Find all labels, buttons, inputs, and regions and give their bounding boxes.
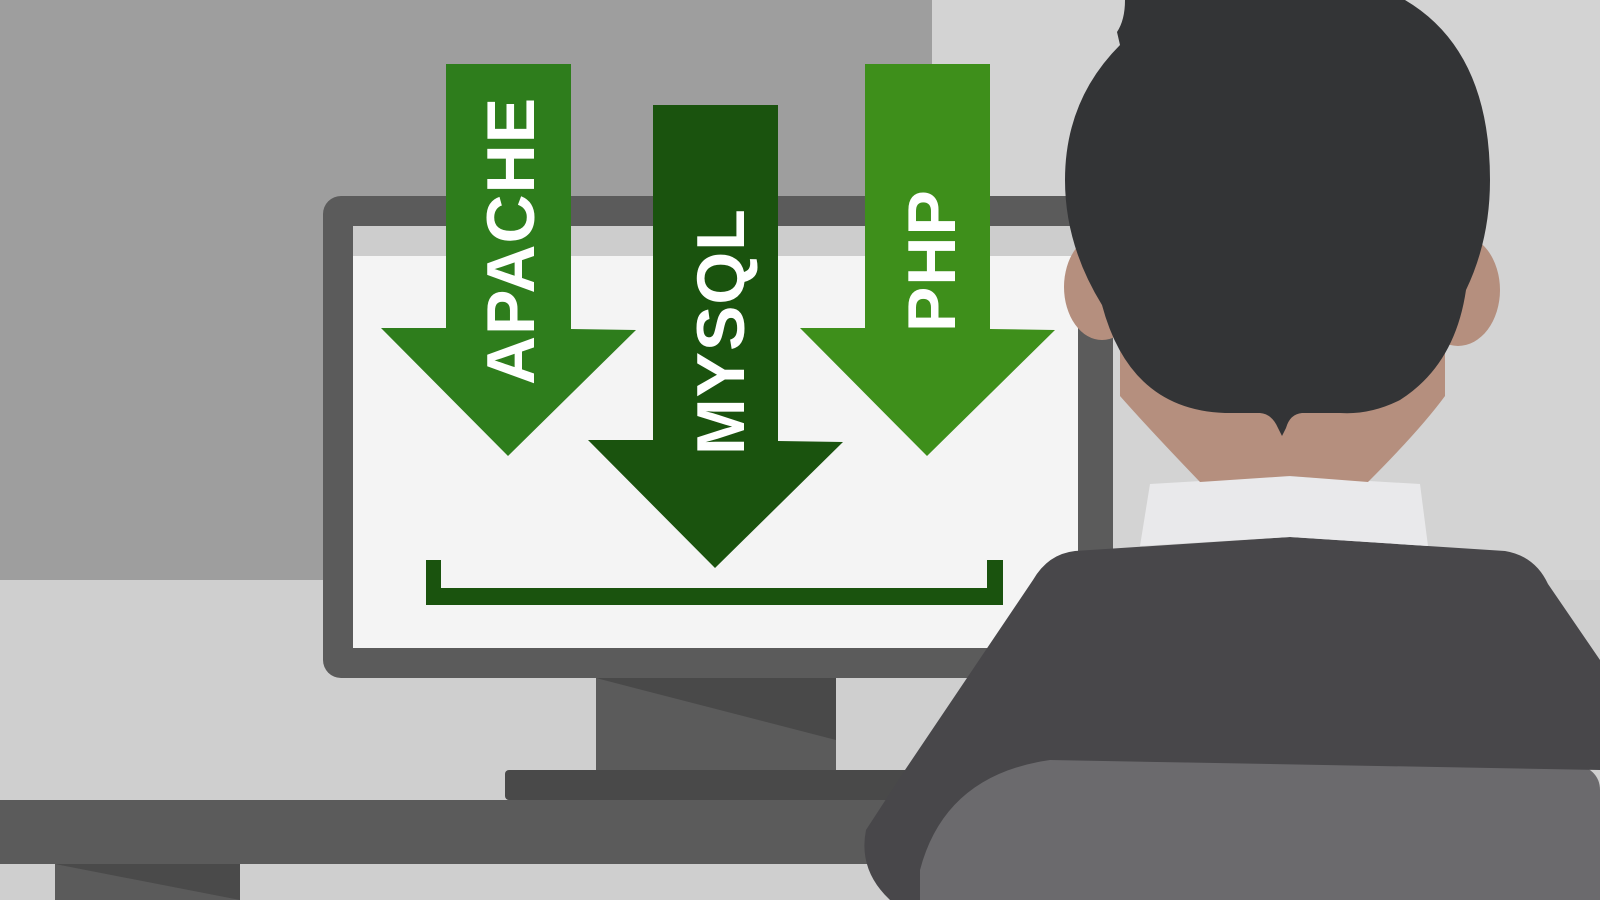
download-arrow-icon <box>800 64 1055 456</box>
download-tray-icon <box>426 560 1003 605</box>
desk-leg-shadow <box>55 864 240 900</box>
person <box>864 0 1600 900</box>
arrow-label-php: PHP <box>894 189 970 332</box>
download-arrow-icon <box>588 105 843 568</box>
monitor-base <box>505 770 925 800</box>
download-arrow-mysql: MYSQL <box>588 105 843 568</box>
desk <box>0 800 900 900</box>
jacket <box>864 537 1600 900</box>
shirt-collar <box>1140 476 1428 546</box>
download-arrow-apache: APACHE <box>381 64 636 456</box>
monitor-neck-shadow <box>596 678 836 740</box>
arrow-label-mysql: MYSQL <box>683 208 759 455</box>
desk-top <box>0 800 900 864</box>
hair <box>1065 0 1490 436</box>
download-arrow-icon <box>381 64 636 456</box>
download-arrow-php: PHP <box>800 64 1055 456</box>
chair-back <box>915 760 1600 900</box>
arrow-label-apache: APACHE <box>473 97 549 385</box>
